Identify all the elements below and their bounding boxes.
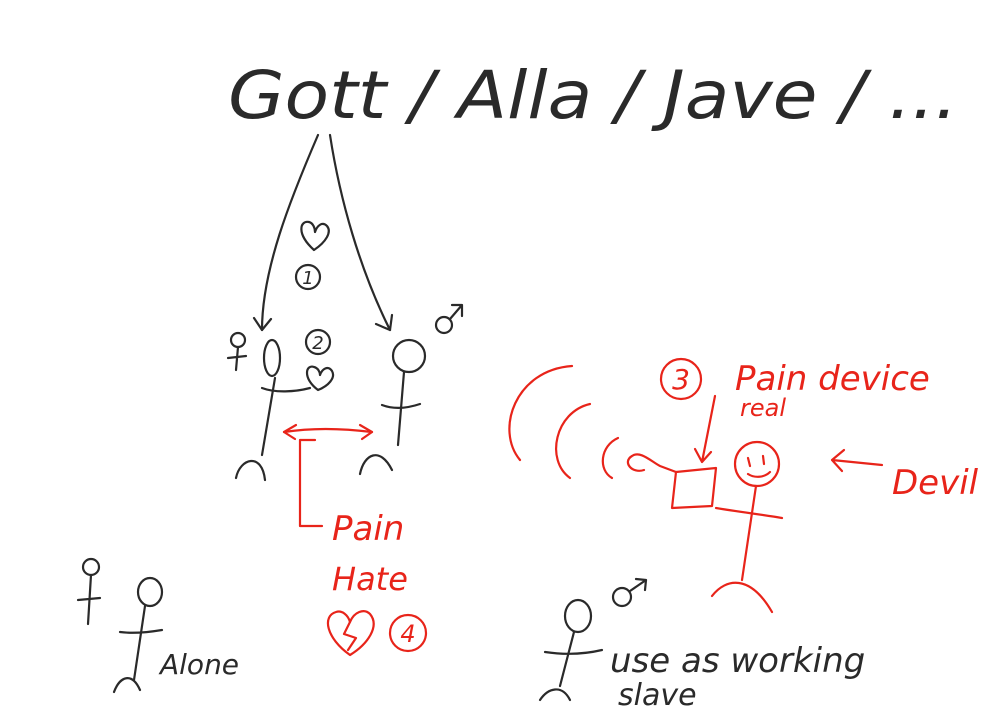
devil-pointer-arrow — [830, 448, 884, 473]
step-4-badge: 4 — [388, 613, 428, 653]
step-3-number: 3 — [672, 363, 690, 396]
working-slave-sublabel: slave — [618, 678, 697, 707]
alone-label: Alone — [158, 648, 239, 681]
worker-stick-figure — [538, 598, 604, 702]
heart-icon — [305, 365, 335, 392]
pain-waves — [508, 364, 620, 480]
female-symbol-icon — [226, 331, 248, 372]
devil-label: Devil — [892, 463, 979, 503]
pain-label: Pain — [332, 509, 404, 549]
alone-male-figure — [112, 576, 164, 694]
pain-device-label: Pain device — [735, 359, 930, 399]
female-stick-figure — [234, 338, 312, 482]
step-2-number: 2 — [312, 333, 323, 354]
step-1-badge: 1 — [294, 263, 322, 291]
step-4-number: 4 — [400, 620, 415, 648]
pain-device-sublabel: real — [740, 394, 786, 422]
male-stick-figure — [358, 338, 427, 476]
working-slave-label: use as working — [610, 641, 865, 681]
arrows-to-couple — [252, 133, 394, 332]
hate-label: Hate — [332, 560, 408, 598]
heart-icon — [300, 220, 330, 252]
red-bracket — [298, 438, 324, 528]
step-2-badge: 2 — [304, 328, 332, 356]
red-double-arrow — [282, 423, 374, 441]
broken-heart-icon — [326, 610, 375, 657]
step-1-number: 1 — [302, 268, 313, 289]
alone-female-figure — [76, 557, 102, 626]
pain-device-box — [626, 453, 718, 510]
device-pointer-arrow — [693, 394, 717, 464]
male-symbol-icon — [434, 303, 464, 335]
male-symbol-icon — [611, 577, 648, 608]
diagram-title: Gott / Alla / Jave / ... — [228, 57, 958, 134]
devil-stick-figure — [710, 440, 784, 614]
step-3-badge: 3 — [659, 357, 703, 401]
